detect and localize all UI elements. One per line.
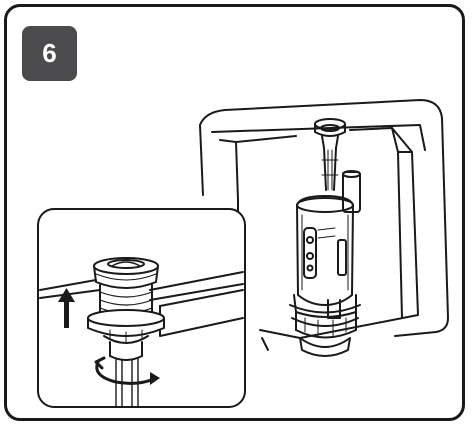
flush-valve-assembly (289, 195, 361, 357)
up-arrow-icon (58, 288, 75, 328)
rotate-arrow-icon (94, 356, 160, 385)
cistern-push-button (314, 118, 346, 191)
push-button-detail-inset (37, 208, 246, 408)
overflow-tube (342, 170, 361, 213)
cistern-cutaway (199, 99, 449, 351)
step-number-badge: 6 (22, 26, 77, 81)
